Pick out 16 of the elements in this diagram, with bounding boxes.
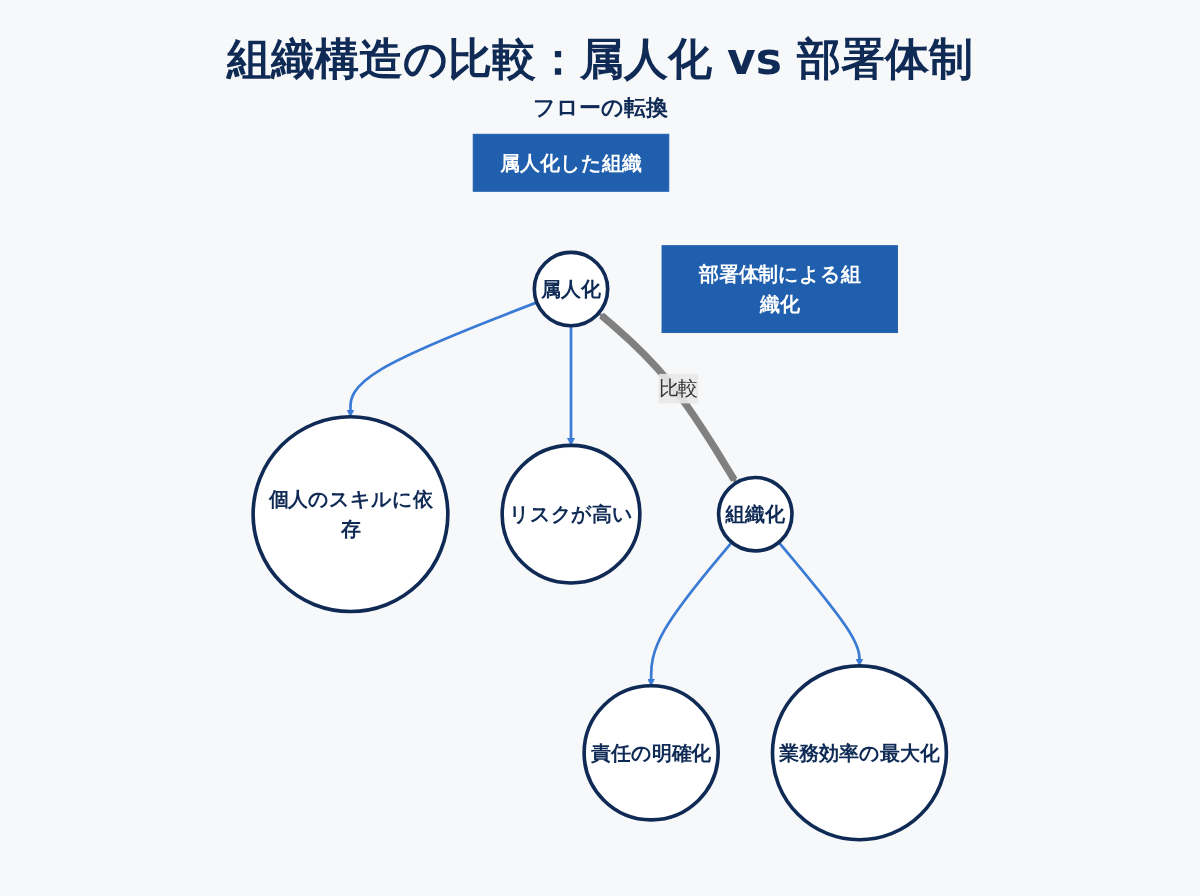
edge-label: 比較 bbox=[658, 377, 699, 400]
node-box: 部署体制による組織化 bbox=[661, 245, 899, 334]
arrow bbox=[778, 541, 864, 667]
node-circle: 責任の明確化 bbox=[582, 684, 721, 822]
node-circle: 属人化 bbox=[532, 250, 610, 328]
arrow bbox=[598, 312, 738, 484]
node-box: 属人化した組織 bbox=[472, 133, 670, 192]
node-circle: リスクが高い bbox=[500, 443, 642, 585]
arrow bbox=[567, 325, 576, 446]
node-circle: 業務効率の最大化 bbox=[770, 664, 949, 842]
arrow-note: フローの転換 bbox=[532, 94, 668, 122]
node-circle: 個人のスキルに依存 bbox=[251, 415, 450, 614]
arrow bbox=[647, 541, 734, 687]
node-circle: 組織化 bbox=[717, 475, 795, 553]
arrow bbox=[346, 301, 538, 418]
title: 組織構造の比較：属人化 vs 部署体制 bbox=[225, 32, 975, 86]
